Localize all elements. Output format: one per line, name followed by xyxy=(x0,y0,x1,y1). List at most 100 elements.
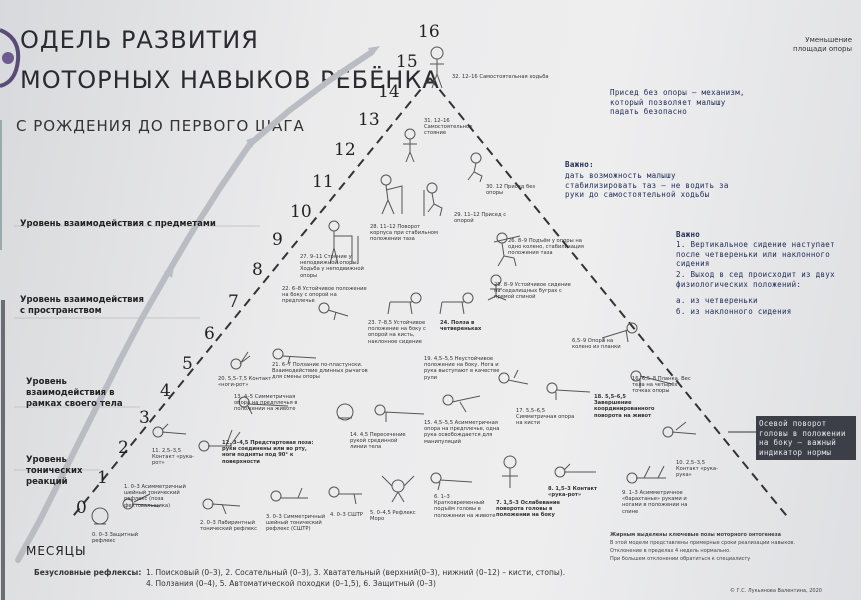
note-4: 4. 0–3 СШТР xyxy=(330,512,363,518)
reflex-label: Безусловные рефлексы: xyxy=(34,568,142,577)
staircase-arrowheads xyxy=(164,46,380,278)
baby-figure-hand-mouth-2 xyxy=(554,463,596,478)
baby-figure-feet-mouth xyxy=(230,351,251,370)
baby-figure-hand-mouth xyxy=(152,423,187,438)
step-10: 10 xyxy=(290,202,312,222)
title-line1: ОДЕЛЬ РАЗВИТИЯ xyxy=(20,26,259,54)
step-13: 13 xyxy=(358,110,380,130)
step-6: 6 xyxy=(204,324,215,344)
step-0: 0 xyxy=(76,498,87,518)
note-20: 20. 5,5–7,5 Контакт «ноги-рот» xyxy=(218,376,272,389)
step-9: 9 xyxy=(272,230,283,250)
important-2-item-4: б. из наклонного сидения xyxy=(676,307,792,316)
note-3: 3. 0–3 Симметричный шейный тонический ре… xyxy=(266,514,326,533)
baby-figure-moro xyxy=(381,475,415,503)
baby-figure-standing xyxy=(430,46,444,89)
note-13: 13. 4–5 Симметричная опора на предплечья… xyxy=(234,394,298,413)
staircase-arrows xyxy=(15,49,375,563)
note-30: 30. 12 Присед без опоры xyxy=(486,184,536,197)
baby-figure-labyrinth xyxy=(202,498,241,515)
pyramid-right-edge xyxy=(429,77,791,521)
note-2: 2. 0–3 Лабиринтный тонический рефлекс xyxy=(200,520,258,533)
baby-figure-support xyxy=(380,174,403,215)
legend-line2: В этой модели представлены примерные сро… xyxy=(610,540,795,546)
note-5: 5. 0–4,5 Рефлекс Моро xyxy=(370,510,416,523)
legend-line4: При большем отклонении обратиться к спец… xyxy=(610,556,751,562)
note-27: 27. 9–11 Стояние у неподвижной опоры. Хо… xyxy=(300,254,364,279)
baby-figure-sit xyxy=(487,274,507,301)
note-24: 24. Полза в четвереньках xyxy=(440,320,482,333)
baby-figure-midline xyxy=(336,403,354,421)
note-25: 25. 8–9 Устойчивое сидение на седалищных… xyxy=(494,282,571,301)
note-18: 18. 5,5–6,5 Завершение координированного… xyxy=(594,394,655,419)
note-6-5: 6,5–9 Опора на колено из планки xyxy=(572,338,621,351)
level-label-objects: Уровень взаимодействия с предметами xyxy=(20,219,216,229)
baby-figure-side-roll xyxy=(442,394,481,413)
note-29: 29. 11–12 Присед с опорой xyxy=(454,212,507,225)
baby-figure-crawl-2 xyxy=(439,292,474,315)
baby-figure-side-head xyxy=(502,455,518,488)
note-15: 15. 4,5–5,5 Асимметричная опора на предп… xyxy=(424,420,500,445)
baby-figure-crawl xyxy=(387,292,422,315)
baby-figure-stnr xyxy=(328,486,362,505)
note-9: 9. 1–3 Асимметричное «барахтанье» руками… xyxy=(622,490,688,515)
step-4: 4 xyxy=(160,381,171,401)
note-10: 10. 2,5–3,5 Контакт «рука-рука» xyxy=(676,460,718,479)
step-7: 7 xyxy=(228,292,239,312)
note-28: 28. 11–12 Поворот корпуса при стабильном… xyxy=(370,224,438,243)
note-22: 22. 6–8 Устойчивое положение на боку с о… xyxy=(282,286,367,305)
reflex-line1: 1. Поисковый (0–3), 2. Сосательный (0–3)… xyxy=(146,568,566,577)
baby-figure-hands-support xyxy=(546,382,591,400)
note-6: 6. 1–3 Кратковременный подъём головы в п… xyxy=(434,494,496,519)
important-1-label: Важно: xyxy=(565,160,594,169)
note-21: 21. 6–7 Ползание по-пластунски. Взаимоде… xyxy=(272,362,368,381)
step-15: 15 xyxy=(396,52,418,72)
baby-figure-kneel xyxy=(493,232,521,267)
note-7: 7. 1,5–3 Ослабевание поворота головы в п… xyxy=(496,500,561,519)
level-label-tonic: Уровень тонических реакций xyxy=(26,455,83,487)
level-label-space: Уровень взаимодействия с пространством xyxy=(20,295,144,316)
baby-figure-asym-forearm xyxy=(374,404,425,422)
step-14: 14 xyxy=(378,82,400,102)
important-2-label: Важно xyxy=(676,230,701,239)
note-8: 8. 1,5–3 Контакт «рука-рот» xyxy=(548,486,598,499)
step-12: 12 xyxy=(334,140,356,160)
step-8: 8 xyxy=(252,260,263,280)
title-line2: МОТОРНЫХ НАВЫКОВ РЕБЁНКА xyxy=(20,66,440,94)
baby-figure-plank-2 xyxy=(630,370,673,388)
pyramid-left-edge xyxy=(69,77,431,521)
copyright: © Г.С. Лукьянова Валентина, 2020 xyxy=(730,588,822,594)
note-17: 17. 5,5–6,5 Симметричная опора на кисти xyxy=(516,408,575,427)
note-16: 16. 6,5–8 Планка. Вес тела на четырёх то… xyxy=(632,376,691,395)
note-1: 1. 0–3 Асимметричный шейный тонический р… xyxy=(124,484,186,509)
logo-fragment xyxy=(0,28,21,88)
baby-figure-furniture xyxy=(328,220,359,265)
handwritten-squat-note: Присед без опоры – механизм, который поз… xyxy=(610,88,745,116)
important-2-item-1: 1. Вертикальное сидение наступает после … xyxy=(676,240,835,268)
important-2-item-3: а. из четвереньки xyxy=(676,296,758,305)
step-11: 11 xyxy=(312,172,334,192)
step-5: 5 xyxy=(182,354,193,374)
baby-figure-side xyxy=(318,302,349,321)
step-3: 3 xyxy=(139,408,150,428)
note-31: 31. 12–16 Самостоятельное стояние xyxy=(424,118,473,137)
reflex-line2: 4. Ползания (0–4), 5. Автоматической пох… xyxy=(146,579,436,588)
baby-figure-protective xyxy=(91,507,109,525)
baby-figure-plank xyxy=(601,322,638,343)
note-0: 0. 0–3 Защитный рефлекс xyxy=(92,532,139,545)
indicator-box: Осевой поворот головы в положении на бок… xyxy=(756,416,856,460)
note-19: 19. 4,5–5,5 Неустойчивое положение на бо… xyxy=(424,356,500,381)
step-2: 2 xyxy=(118,438,129,458)
note-26: 26. 8–9 Подъём у опоры на одно колено, с… xyxy=(508,238,584,257)
left-edge-line xyxy=(0,120,2,250)
step-1: 1 xyxy=(97,468,108,488)
note-11: 11. 2,5–3,5 Контакт «рука-рот» xyxy=(152,448,194,467)
legend-line3: Отклонение в пределах 4 недель нормально… xyxy=(610,548,731,554)
baby-figure-forearms xyxy=(238,396,289,415)
step-16: 16 xyxy=(418,22,440,42)
note-32: 32. 12–16 Самостоятельная ходьба xyxy=(452,74,549,80)
legend-line1: Жирным выделены ключевые позы моторного … xyxy=(610,532,781,538)
baby-figure-prestart xyxy=(198,429,241,452)
